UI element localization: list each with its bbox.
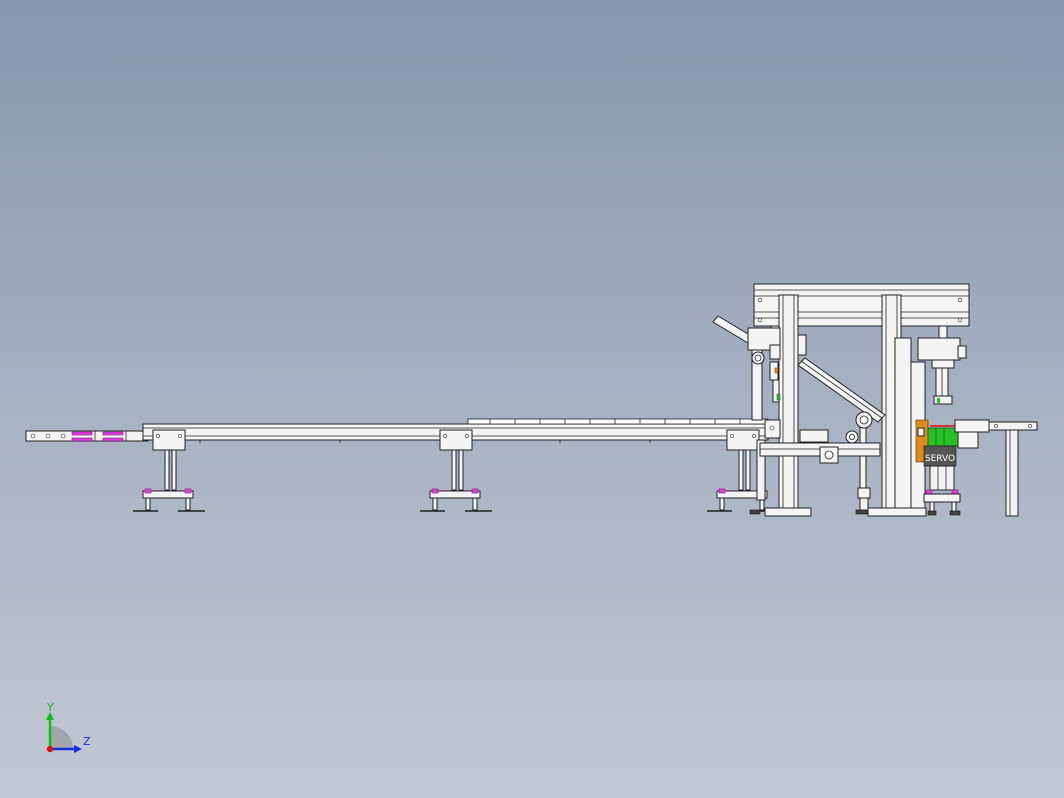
servo-label: SERVO [925,454,955,464]
z-axis-label: Z [83,735,91,748]
left-cylinder-assembly [712,315,807,439]
gripper-cylinder [917,337,967,405]
left-column-base [764,507,812,517]
magenta-guide-part [71,431,93,436]
left-column [778,294,799,511]
conveyor-leg-3 [707,429,780,512]
green-motor-body [927,427,959,447]
conveyor-belt-top [467,418,769,425]
conveyor-leg-2 [420,429,492,512]
y-axis-label: Y [46,701,54,714]
y-arrowhead [46,712,54,720]
conveyor-assembly [25,418,769,443]
triad-plane [50,726,73,749]
outfeed-side-table [988,421,1038,517]
right-column-base [867,507,927,517]
triad-origin [46,745,54,753]
axis-triad: Y Z [46,701,91,753]
inclined-chute [797,357,886,464]
conveyor-leg-1 [133,429,205,512]
z-arrowhead [74,745,82,753]
servo-motor-unit: SERVO [915,419,990,516]
